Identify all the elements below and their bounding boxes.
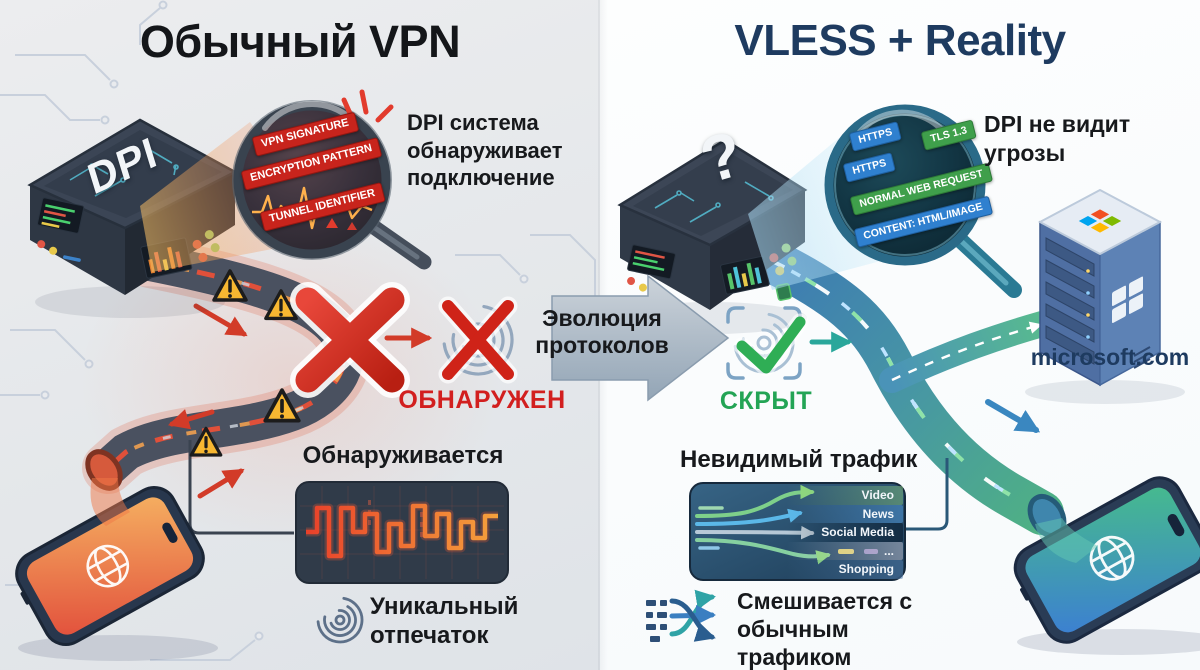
shuffle-arrows-icon bbox=[646, 589, 716, 642]
evolution-arrow bbox=[551, 274, 730, 402]
fingerprint-icon bbox=[316, 596, 364, 644]
fingerprint-crossed-icon bbox=[438, 296, 518, 384]
globe-icon bbox=[86, 544, 130, 588]
traffic-row-social-media: Social Media bbox=[787, 523, 903, 542]
evolution-arrow-label: Эволюция протоколов bbox=[535, 305, 669, 358]
detect-caption: Обнаруживается bbox=[302, 442, 504, 469]
traffic-pour-left bbox=[90, 478, 130, 526]
red-flow-arrows bbox=[167, 303, 248, 499]
traffic-row-shopping: Shopping bbox=[787, 560, 903, 579]
server-road-branch bbox=[879, 311, 1055, 393]
detected-status-label: ОБНАРУЖЕН bbox=[398, 386, 566, 414]
traffic-connector-right bbox=[905, 458, 949, 531]
windows-logo-icon bbox=[1112, 276, 1143, 323]
traffic-row-other: ... bbox=[787, 541, 903, 561]
left-title: Обычный VPN bbox=[139, 16, 461, 67]
dpi-blind-note: DPI не видит угрозы bbox=[984, 111, 1131, 166]
phone-shadow bbox=[1017, 629, 1200, 655]
hidden-status-label: СКРЫТ bbox=[719, 387, 813, 415]
green-check-icon bbox=[736, 316, 806, 374]
phone-shadow bbox=[18, 635, 218, 661]
red-cross-icon bbox=[290, 282, 410, 398]
scan-frame-icon bbox=[726, 306, 802, 380]
smartphone-right bbox=[1013, 476, 1200, 644]
microsoft-server bbox=[1025, 188, 1185, 404]
warning-triangle-icons bbox=[189, 269, 301, 457]
globe-icon bbox=[1089, 535, 1135, 581]
stealth-road bbox=[748, 238, 1064, 535]
traffic-row-news: News bbox=[787, 504, 903, 524]
right-title: VLESS + Reality bbox=[734, 16, 1066, 65]
mix-caption: Смешивается с обычным трафиком bbox=[737, 588, 913, 670]
smartphone-left bbox=[15, 486, 205, 646]
signature-panel bbox=[295, 481, 509, 584]
dpi-detects-note: DPI система обнаруживает подключение bbox=[407, 110, 563, 190]
invisible-traffic-caption: Невидимый трафик bbox=[680, 446, 918, 473]
fingerprint-approved-icon bbox=[726, 306, 809, 380]
vpn-road bbox=[82, 236, 371, 494]
server-label: microsoft.com bbox=[1030, 344, 1190, 370]
traffic-pour-right bbox=[1035, 518, 1098, 563]
traffic-row-video: Video bbox=[787, 486, 903, 505]
blue-flow-arrow bbox=[985, 399, 1041, 433]
fingerprint-caption: Уникальный отпечаток bbox=[370, 593, 519, 649]
